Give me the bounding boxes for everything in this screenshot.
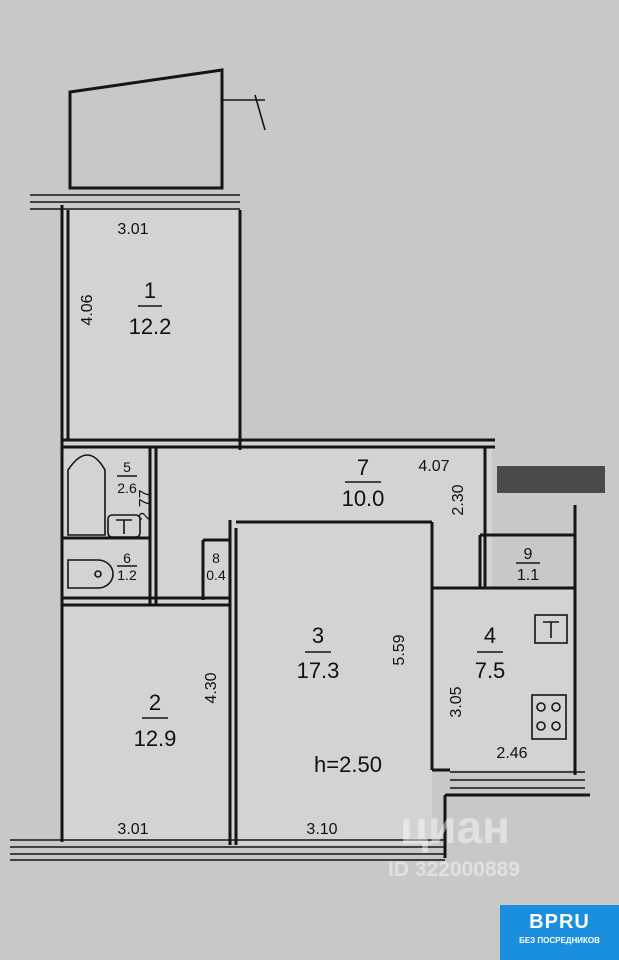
room-8-area: 0.4 (206, 567, 226, 583)
stove-icon (531, 694, 567, 740)
dim-hall-length: 4.07 (418, 458, 449, 475)
sink-icon (107, 514, 568, 644)
dim-hall-width: 2.30 (450, 484, 467, 515)
room-2-area: 12.9 (134, 726, 177, 751)
room-3-number: 3 (312, 623, 324, 648)
room-5-area: 2.6 (117, 480, 137, 496)
room-8-number: 8 (212, 550, 220, 566)
dim-room2-width: 3.01 (117, 821, 148, 838)
watermark-brand: циан (400, 801, 510, 853)
room-1-area: 12.2 (129, 314, 172, 339)
toilet-icon (67, 559, 114, 589)
dim-room3-width: 3.10 (306, 821, 337, 838)
dim-room5-length: 2.77 (137, 489, 154, 520)
badge-subtitle: БЕЗ ПОСРЕДНИКОВ (519, 936, 600, 945)
dim-room3-length: 5.59 (391, 634, 408, 665)
room-2-number: 2 (149, 690, 161, 715)
dim-room4-width: 2.46 (496, 745, 527, 762)
walls (60, 205, 590, 858)
room-4-area: 7.5 (475, 658, 506, 683)
room-7-area: 10.0 (342, 486, 385, 511)
room-5-number: 5 (123, 459, 131, 475)
redaction-block (497, 466, 605, 493)
room-6-number: 6 (123, 550, 131, 566)
windows (10, 771, 585, 861)
room-1-number: 1 (144, 278, 156, 303)
room-3-area: 17.3 (297, 658, 340, 683)
room-7-number: 7 (357, 455, 369, 480)
watermark-id: ID 322000889 (388, 858, 520, 881)
dim-room1-width: 3.01 (117, 221, 148, 238)
room-6-area: 1.2 (117, 567, 137, 583)
bathtub-icon (67, 454, 106, 536)
dim-room1-length: 4.06 (79, 294, 96, 325)
dim-room4-length: 3.05 (448, 686, 465, 717)
room-9-area: 1.1 (517, 567, 539, 584)
room-4-number: 4 (484, 623, 496, 648)
badge-title: BPRU (529, 911, 590, 933)
ceiling-height: h=2.50 (314, 752, 382, 777)
room-9-number: 9 (524, 546, 533, 563)
bpru-badge: BPRU БЕЗ ПОСРЕДНИКОВ (500, 905, 619, 960)
balcony (30, 68, 266, 210)
dim-room2-length: 4.30 (203, 672, 220, 703)
